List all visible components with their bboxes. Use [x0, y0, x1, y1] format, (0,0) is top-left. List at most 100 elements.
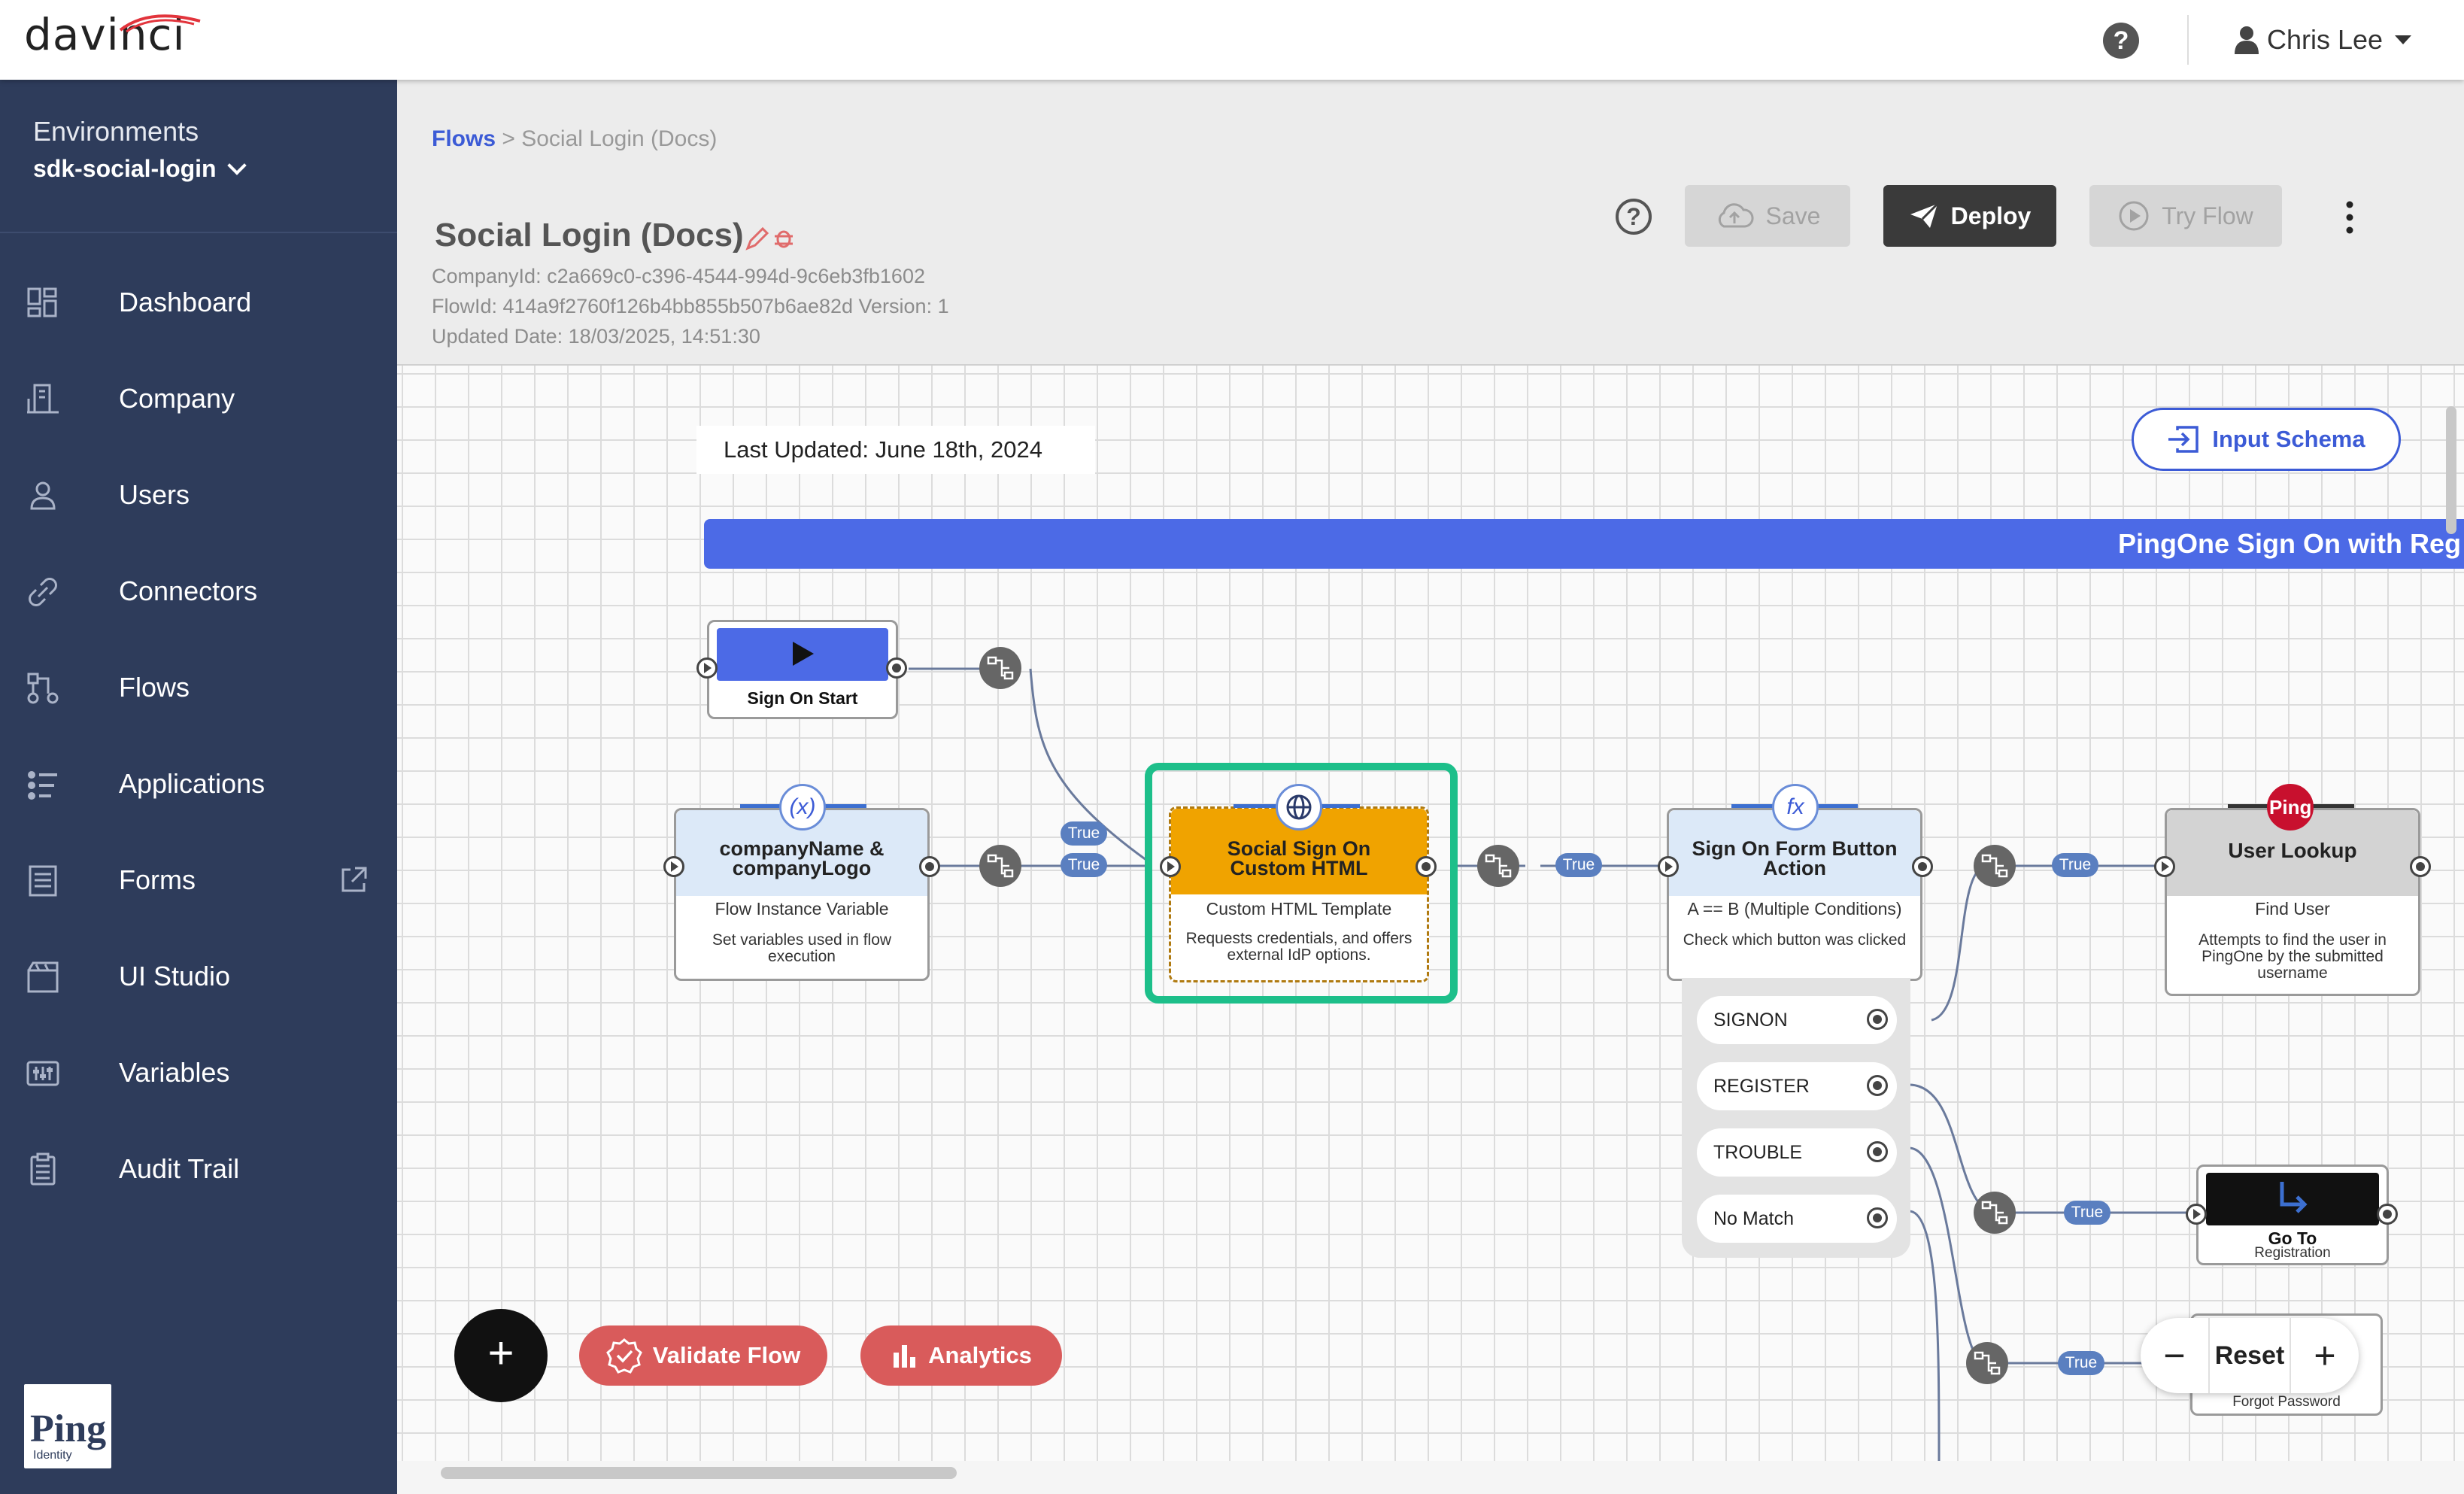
output-port[interactable] [1867, 1141, 1888, 1162]
output-port[interactable] [886, 657, 907, 679]
sidebar-item-forms[interactable]: Forms [0, 843, 397, 918]
user-name: Chris Lee [2267, 24, 2384, 55]
globe-icon [1276, 784, 1322, 831]
play-circle-icon [2119, 201, 2149, 231]
true-label: True [1555, 853, 1602, 877]
play-icon [793, 642, 814, 666]
branch-trouble[interactable]: TROUBLE [1697, 1128, 1897, 1177]
ping-icon: Ping [2267, 784, 2314, 831]
branch-no-match[interactable]: No Match [1697, 1195, 1897, 1243]
breadcrumb-flows-link[interactable]: Flows [432, 126, 496, 151]
true-label: True [1061, 821, 1107, 846]
output-port[interactable] [1912, 856, 1933, 877]
dashboard-icon [27, 287, 57, 317]
horizontal-scrollbar[interactable] [441, 1467, 957, 1479]
bar-chart-icon [894, 1345, 916, 1368]
sidebar-item-flows[interactable]: Flows [0, 650, 397, 725]
deploy-button[interactable]: Deploy [1883, 185, 2056, 247]
output-port[interactable] [1867, 1075, 1888, 1096]
sidebar: Environments sdk-social-login Dashboard … [0, 80, 397, 1494]
help-icon[interactable]: ? [2103, 23, 2139, 59]
node-goto-registration[interactable]: Go To Registration [2196, 1165, 2389, 1265]
zoom-in-button[interactable]: + [2314, 1335, 2336, 1377]
output-port[interactable] [1416, 856, 1437, 877]
divider [0, 232, 397, 233]
chevron-down-icon [226, 155, 247, 175]
save-button[interactable]: Save [1685, 185, 1850, 247]
try-flow-button[interactable]: Try Flow [2089, 185, 2282, 247]
cloud-upload-icon [1718, 203, 1754, 228]
badge-check-icon [605, 1338, 642, 1374]
edit-icon[interactable] [745, 224, 797, 251]
sidebar-item-users[interactable]: Users [0, 457, 397, 533]
true-label: True [2064, 1201, 2110, 1225]
connector-icon[interactable] [1974, 845, 2016, 887]
help-icon[interactable]: ? [1616, 199, 1652, 235]
connector-icon[interactable] [1477, 845, 1519, 887]
bug-icon[interactable] [775, 230, 793, 248]
divider [397, 364, 2464, 366]
input-port[interactable] [696, 657, 718, 679]
connector-icon[interactable] [979, 647, 1021, 689]
branch-signon[interactable]: SIGNON [1697, 996, 1897, 1044]
analytics-button[interactable]: Analytics [860, 1325, 1062, 1386]
davinci-logo[interactable]: davinci [24, 9, 201, 60]
selected-node-highlight [1145, 763, 1458, 1004]
input-port[interactable] [2186, 1204, 2207, 1225]
sidebar-item-dashboard[interactable]: Dashboard [0, 265, 397, 340]
forms-icon [29, 865, 57, 897]
input-port[interactable] [2154, 856, 2175, 877]
output-port[interactable] [2377, 1204, 2398, 1225]
flow-id: FlowId: 414a9f2760f126b4bb855b507b6ae82d… [432, 295, 949, 317]
output-port[interactable] [919, 856, 940, 877]
connector-icon[interactable] [1974, 1192, 2016, 1234]
node-user-lookup[interactable]: User Lookup Find User Attempts to find t… [2165, 808, 2420, 996]
input-icon [2168, 426, 2199, 453]
input-port[interactable] [663, 856, 684, 877]
goto-header [2206, 1173, 2379, 1225]
branch-list: SIGNON REGISTER TROUBLE No Match [1682, 978, 1910, 1258]
divider [2187, 15, 2189, 65]
connectors-icon [29, 578, 57, 606]
external-link-icon[interactable] [338, 865, 369, 895]
sidebar-item-audit-trail[interactable]: Audit Trail [0, 1131, 397, 1207]
input-port[interactable] [1160, 856, 1181, 877]
input-port[interactable] [1658, 856, 1679, 877]
validate-flow-button[interactable]: Validate Flow [579, 1325, 827, 1386]
connector-icon[interactable] [979, 845, 1021, 887]
branch-register[interactable]: REGISTER [1697, 1062, 1897, 1110]
ping-identity-logo: Ping Identity [24, 1384, 111, 1468]
sidebar-item-variables[interactable]: Variables [0, 1035, 397, 1110]
node-sign-on-start[interactable]: Sign On Start [707, 620, 898, 719]
output-port[interactable] [2410, 856, 2431, 877]
vertical-scrollbar[interactable] [2446, 406, 2456, 534]
sidebar-item-ui-studio[interactable]: UI Studio [0, 939, 397, 1014]
user-menu[interactable]: Chris Lee [2234, 21, 2412, 59]
sidebar-item-company[interactable]: Company [0, 361, 397, 436]
sidebar-item-connectors[interactable]: Connectors [0, 554, 397, 629]
node-company-variable[interactable]: companyName & companyLogo Flow Instance … [674, 808, 930, 981]
flow-section-banner[interactable]: PingOne Sign On with Reg [704, 519, 2464, 569]
start-header [717, 628, 888, 681]
output-port[interactable] [1867, 1009, 1888, 1030]
environment-selector[interactable]: sdk-social-login [33, 155, 247, 183]
add-node-button[interactable]: + [454, 1309, 548, 1402]
output-port[interactable] [1867, 1207, 1888, 1228]
zoom-out-button[interactable]: − [2163, 1335, 2186, 1377]
caret-down-icon [2395, 35, 2412, 44]
top-bar: davinci ? Chris Lee [0, 0, 2464, 80]
page-title: Social Login (Docs) [435, 217, 744, 254]
applications-icon [28, 771, 57, 800]
environments-label: Environments [33, 116, 199, 147]
arrow-turn-icon [2280, 1182, 2308, 1213]
true-label: True [2052, 853, 2098, 877]
input-schema-button[interactable]: Input Schema [2132, 408, 2401, 471]
zoom-reset-button[interactable]: Reset [2208, 1318, 2291, 1393]
sidebar-item-applications[interactable]: Applications [0, 746, 397, 821]
node-social-sign-on[interactable]: Social Sign On Custom HTML Custom HTML T… [1169, 806, 1429, 982]
more-options-icon[interactable] [2339, 200, 2360, 235]
node-button-action[interactable]: Sign On Form Button Action A == B (Multi… [1667, 808, 1922, 981]
connector-icon[interactable] [1966, 1342, 2008, 1384]
audit-trail-icon [30, 1152, 56, 1186]
ui-studio-icon [27, 961, 59, 993]
